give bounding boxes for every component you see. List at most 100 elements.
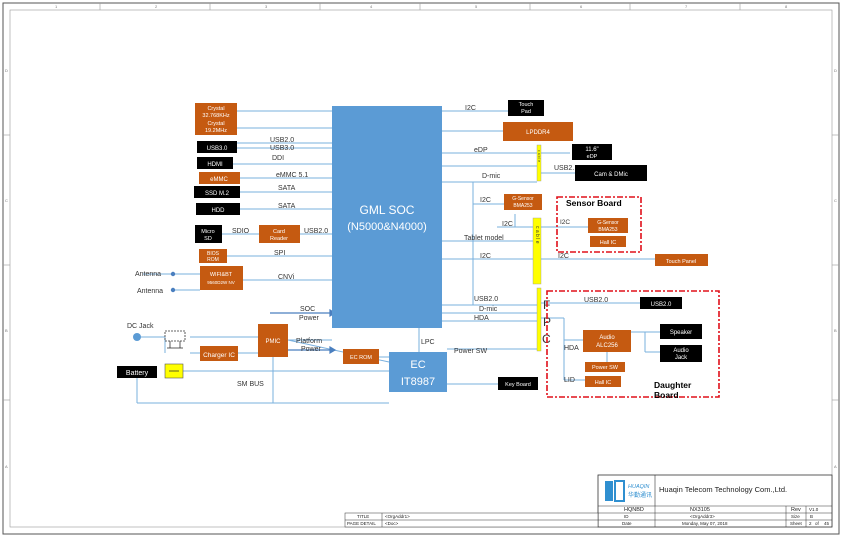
- power-switch: Power SW: [585, 362, 625, 372]
- dc-jack-label: DC Jack: [127, 323, 154, 330]
- svg-text:USB2.: USB2.: [554, 165, 574, 172]
- svg-text:Jack: Jack: [675, 355, 688, 361]
- svg-text:SOC: SOC: [300, 306, 315, 313]
- svg-text:SATA: SATA: [278, 203, 296, 210]
- svg-text:Power: Power: [301, 346, 322, 353]
- svg-text:USB2.0: USB2.0: [474, 296, 498, 303]
- svg-text:Cam & DMic: Cam & DMic: [594, 172, 628, 178]
- company-logo: HUAQIN 华勤通讯: [605, 480, 652, 502]
- svg-text:Hall IC: Hall IC: [595, 380, 612, 386]
- svg-text:2: 2: [155, 4, 158, 9]
- ec-name: EC: [410, 359, 425, 371]
- touch-panel: Touch Panel: [655, 254, 708, 266]
- svg-text:V1.0: V1.0: [809, 507, 819, 512]
- ec-block: [389, 352, 447, 392]
- svg-text:eMMC 5.1: eMMC 5.1: [276, 172, 308, 179]
- svg-text:D-mic: D-mic: [482, 173, 501, 180]
- battery: Battery: [117, 366, 157, 378]
- svg-text:Power: Power: [299, 315, 320, 322]
- sensor-board-g-sensor: G-Sensor BMA253: [588, 218, 628, 233]
- svg-text:USB2.0: USB2.0: [651, 302, 672, 308]
- title-block: [344, 474, 833, 528]
- usb30-port: USB3.0: [197, 141, 237, 153]
- svg-text:I2C: I2C: [480, 253, 491, 260]
- svg-text:Tablet model: Tablet model: [464, 235, 504, 242]
- svg-text:PAGE DETAIL: PAGE DETAIL: [347, 521, 376, 526]
- svg-text:Date: Date: [622, 521, 632, 526]
- cable-connector-2: c a b l e: [532, 217, 542, 285]
- svg-text:Power SW: Power SW: [454, 348, 487, 355]
- antenna-icon: [170, 287, 176, 293]
- svg-text:LPDDR4: LPDDR4: [526, 130, 550, 136]
- svg-text:Crystal: Crystal: [207, 121, 224, 127]
- svg-text:SATA: SATA: [278, 185, 296, 192]
- svg-text:B: B: [834, 328, 837, 333]
- svg-text:<OrgAddr1>: <OrgAddr1>: [385, 514, 410, 519]
- svg-text:I2C: I2C: [480, 197, 491, 204]
- svg-text:7: 7: [685, 4, 688, 9]
- svg-text:A: A: [5, 464, 8, 469]
- svg-text:Reader: Reader: [270, 236, 288, 242]
- outer-frame: [2, 2, 840, 535]
- svg-text:32.768KHz: 32.768KHz: [202, 113, 229, 119]
- ec-part: IT8987: [401, 376, 435, 388]
- svg-text:SDIO: SDIO: [232, 228, 250, 235]
- svg-text:Card: Card: [273, 229, 285, 235]
- cable-connector-1: c a b l e: [536, 144, 542, 182]
- sensor-board-hall-ic: Hall IC: [590, 236, 626, 247]
- title-block-fields: HQNBD NX3105 Rev V1.0 ID <OrgAddr3> Size…: [347, 507, 830, 526]
- right-bus-labels: I2C eDP USB2. D-mic I2C I2C Tablet model…: [421, 105, 574, 355]
- arrows: [270, 308, 337, 355]
- svg-text:SD: SD: [204, 236, 212, 242]
- svg-text:6: 6: [580, 4, 583, 9]
- svg-text:I2C: I2C: [465, 105, 476, 112]
- power-labels: SOC Power Platform Power SM BUS: [237, 306, 322, 388]
- ssd-block: SSD M.2: [194, 186, 240, 198]
- antenna-icon: [170, 271, 176, 277]
- db-hda-label: HDA: [564, 345, 579, 352]
- svg-text:HUAQIN: HUAQIN: [628, 484, 649, 490]
- svg-text:D: D: [834, 68, 837, 73]
- daughter-board-outline: [546, 290, 720, 398]
- emmc-block: eMMC: [199, 172, 240, 184]
- svg-text:Speaker: Speaker: [670, 330, 692, 336]
- sensor-i2c-label: I2C: [560, 219, 570, 226]
- wifi-bt-module: WIFI&BT 9560D2W NV: [200, 266, 243, 290]
- left-bus-labels: USB2.0 USB3.0 DDI eMMC 5.1 SATA SATA SDI…: [232, 137, 328, 281]
- svg-text:B: B: [810, 514, 813, 519]
- bios-rom: BIOS ROM: [199, 249, 227, 263]
- svg-text:ROM: ROM: [207, 257, 219, 263]
- svg-text:D: D: [5, 68, 8, 73]
- svg-text:9560D2W NV: 9560D2W NV: [207, 280, 235, 285]
- svg-text:Battery: Battery: [126, 370, 149, 377]
- charger-ic: Charger IC: [200, 346, 238, 361]
- svg-text:DDI: DDI: [272, 155, 284, 162]
- svg-text:Monday, May 07, 2018: Monday, May 07, 2018: [682, 521, 728, 526]
- db-lid-label: LID: [564, 377, 575, 384]
- db-usb20-port: USB2.0: [640, 297, 682, 309]
- svg-text:Key Board: Key Board: [505, 382, 531, 388]
- edp-panel: 11.6" eDP: [572, 144, 612, 160]
- svg-text:Sheet: Sheet: [790, 521, 803, 526]
- svg-text:HQNBD: HQNBD: [624, 507, 644, 513]
- load-switch-icon: [164, 330, 186, 349]
- svg-text:Power SW: Power SW: [592, 365, 619, 371]
- svg-text:A: A: [834, 464, 837, 469]
- svg-text:Pad: Pad: [521, 109, 531, 115]
- svg-text:I2C: I2C: [502, 221, 513, 228]
- svg-text:of: of: [815, 521, 820, 526]
- svg-text:USB2.0: USB2.0: [304, 228, 328, 235]
- svg-text:USB3.0: USB3.0: [270, 145, 294, 152]
- antenna-label: Antenna: [135, 271, 161, 278]
- ec-rom: EC ROM: [343, 349, 379, 364]
- svg-text:CNVi: CNVi: [278, 274, 295, 281]
- svg-text:SM BUS: SM BUS: [237, 381, 264, 388]
- svg-text:eDP: eDP: [474, 147, 488, 154]
- svg-text:TITLE: TITLE: [357, 514, 369, 519]
- svg-text:LPC: LPC: [421, 339, 435, 346]
- sensor-board-title: Sensor Board: [566, 198, 622, 208]
- svg-text:Touch Panel: Touch Panel: [666, 259, 696, 265]
- svg-text:D-mic: D-mic: [479, 306, 498, 313]
- svg-text:USB3.0: USB3.0: [207, 146, 228, 152]
